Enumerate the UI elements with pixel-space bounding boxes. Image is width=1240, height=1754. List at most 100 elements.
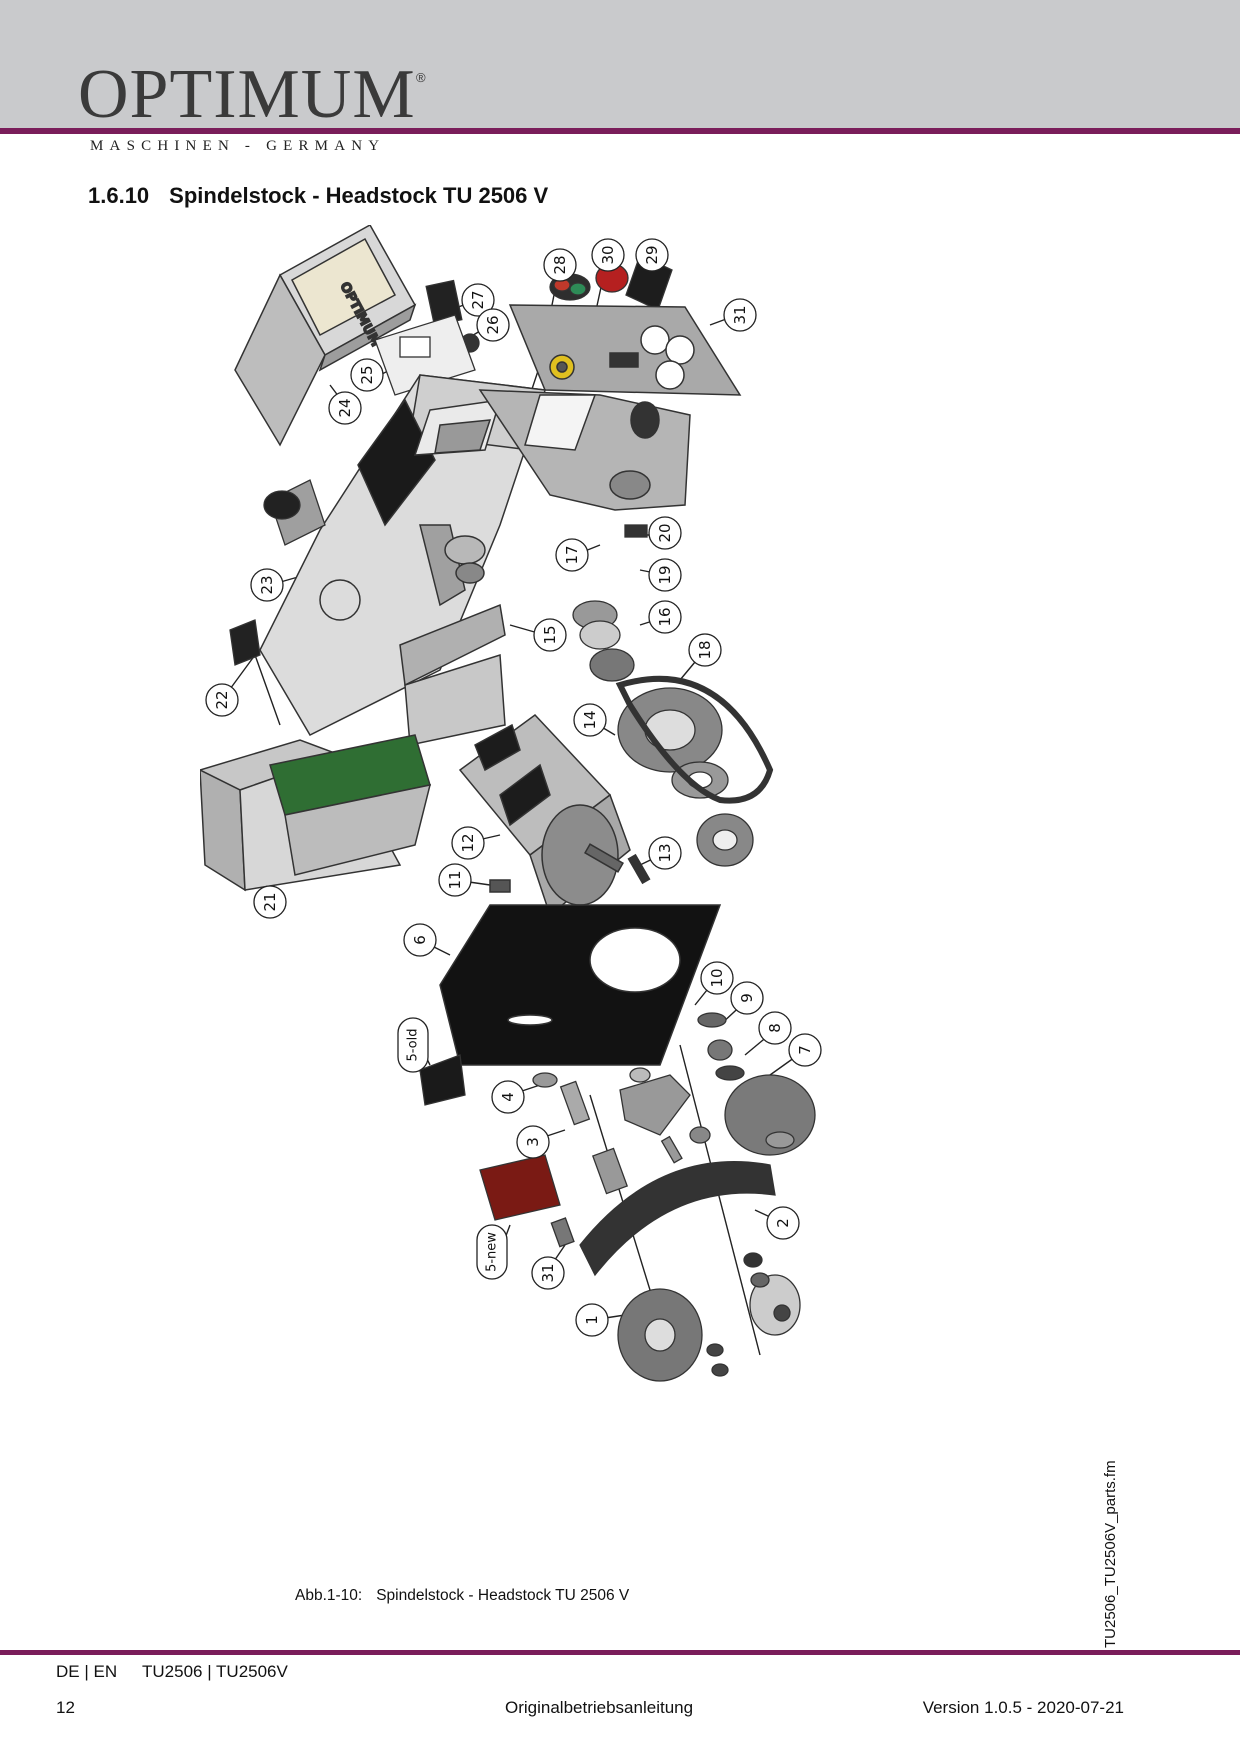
callout-1: 1 — [575, 1303, 609, 1337]
handwheel-switch — [229, 479, 326, 666]
callout-label: 31 — [731, 305, 749, 324]
electronics-box — [200, 734, 432, 892]
callout-15: 15 — [533, 618, 567, 652]
callout-bubble — [635, 238, 669, 272]
callout-14: 14 — [573, 703, 607, 737]
callout-label: 5-new — [485, 1232, 500, 1272]
callout-31: 31 — [723, 298, 757, 332]
callout-17: 17 — [555, 538, 589, 572]
callout-label: 24 — [336, 398, 354, 417]
brand-tagline: MASCHINEN - GERMANY — [90, 138, 386, 154]
page-number: 12 — [56, 1698, 75, 1717]
callout-21: 21 — [253, 885, 287, 919]
callout-bubble — [461, 283, 495, 317]
callout-30: 30 — [591, 238, 625, 272]
callout-20: 20 — [648, 516, 682, 550]
callout-bubble — [573, 703, 607, 737]
callout-bubble — [438, 863, 472, 897]
registered-mark: ® — [416, 70, 426, 85]
callout-25: 25 — [350, 358, 384, 392]
callout-label: 22 — [213, 690, 231, 709]
callout-bubble — [516, 1125, 550, 1159]
callout-7: 7 — [788, 1033, 822, 1067]
callout-label: 18 — [696, 640, 714, 659]
callout-label: 29 — [643, 245, 661, 264]
callout-bubble — [730, 981, 764, 1015]
footer-language: DE | EN — [56, 1662, 118, 1681]
callout-label: 6 — [411, 935, 429, 945]
section-number: 1.6.10 — [88, 183, 150, 208]
control-panel — [508, 304, 742, 396]
motor — [458, 714, 651, 917]
callout-23: 23 — [250, 568, 284, 602]
footer-rule — [0, 1650, 1240, 1655]
callout-12: 12 — [451, 826, 485, 860]
callout-29: 29 — [635, 238, 669, 272]
callout-24: 24 — [328, 391, 362, 425]
callout-8: 8 — [758, 1011, 792, 1045]
callout-26: 26 — [476, 308, 510, 342]
callout-bubble — [350, 358, 384, 392]
callout-label: 30 — [599, 245, 617, 264]
callout-28: 28 — [543, 248, 577, 282]
callout-label: 12 — [459, 833, 477, 852]
callout-bubble — [451, 826, 485, 860]
spindle-parts — [572, 524, 774, 867]
figure-caption: Abb.1-10:Spindelstock - Headstock TU 250… — [295, 1587, 629, 1605]
callout-label: 10 — [708, 968, 726, 987]
callout-bubble — [758, 1011, 792, 1045]
callout-6: 6 — [403, 923, 437, 957]
callout-label: 15 — [541, 625, 559, 644]
callout-label: 23 — [258, 575, 276, 594]
footer-doc-type: Originalbetriebsanleitung — [505, 1698, 694, 1717]
callout-bubble — [403, 923, 437, 957]
callout-bubble — [788, 1033, 822, 1067]
callout-label: 14 — [581, 710, 599, 729]
callout-bubble — [531, 1256, 565, 1290]
callout-bubble — [648, 558, 682, 592]
callout-label: 4 — [499, 1092, 517, 1102]
callout-31: 31 — [531, 1256, 565, 1290]
callout-bubble — [766, 1206, 800, 1240]
section-heading: 1.6.10 Spindelstock - Headstock TU 2506 V — [88, 183, 548, 209]
callout-18: 18 — [688, 633, 722, 667]
callout-bubble — [648, 516, 682, 550]
headstock-exploded-drawing: OPTIMUM — [200, 225, 822, 1382]
callout-bubble — [491, 1080, 525, 1114]
callout-5-old: 5-old — [397, 1017, 429, 1073]
caption-text: Spindelstock - Headstock TU 2506 V — [376, 1587, 630, 1604]
callout-27: 27 — [461, 283, 495, 317]
callout-bubble — [397, 1017, 429, 1073]
callout-bubble — [575, 1303, 609, 1337]
motor-plate — [439, 904, 722, 1066]
callout-5-new: 5-new — [476, 1224, 508, 1280]
callout-bubble — [328, 391, 362, 425]
callout-11: 11 — [438, 863, 472, 897]
header-rule — [0, 128, 1240, 134]
callout-bubble — [543, 248, 577, 282]
callout-label: 5-old — [406, 1028, 421, 1061]
callout-label: 27 — [469, 290, 487, 309]
callout-13: 13 — [648, 836, 682, 870]
callout-label: 1 — [583, 1315, 601, 1325]
callout-label: 25 — [358, 365, 376, 384]
headstock-body — [259, 374, 691, 746]
callout-label: 16 — [656, 607, 674, 626]
callout-label: 26 — [484, 315, 502, 334]
section-title: Spindelstock - Headstock TU 2506 V — [169, 183, 549, 208]
callout-bubble — [205, 683, 239, 717]
callout-9: 9 — [730, 981, 764, 1015]
callout-16: 16 — [648, 600, 682, 634]
callout-bubble — [476, 308, 510, 342]
callout-bubble — [476, 1224, 508, 1280]
callout-label: 7 — [796, 1045, 814, 1055]
callout-22: 22 — [205, 683, 239, 717]
callout-label: 9 — [738, 993, 756, 1003]
callout-bubble — [700, 961, 734, 995]
callout-label: 21 — [261, 892, 279, 911]
callout-2: 2 — [766, 1206, 800, 1240]
callout-label: 20 — [656, 523, 674, 542]
callout-3: 3 — [516, 1125, 550, 1159]
source-filename: TU2506_TU2506V_parts.fm — [1102, 1460, 1119, 1648]
